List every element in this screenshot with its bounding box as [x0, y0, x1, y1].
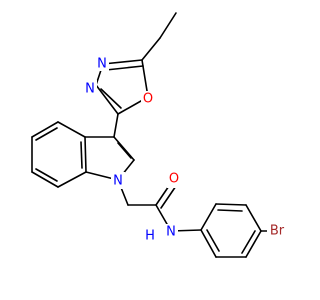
bond	[245, 230, 262, 258]
nitrogen-atom: N	[97, 57, 107, 72]
hydrogen-atom: H	[145, 229, 155, 244]
nitrogen-atom: N	[85, 82, 95, 97]
bond	[200, 229, 217, 258]
bond	[241, 230, 256, 254]
bond	[200, 203, 217, 231]
bond	[105, 65, 144, 71]
atom-layer: N N O N O N H Br	[83, 54, 289, 245]
nitrogen-atom: N	[113, 174, 123, 189]
bond	[84, 136, 87, 173]
bond	[57, 121, 86, 138]
bond	[215, 203, 247, 206]
bond	[100, 88, 122, 109]
bond	[113, 136, 135, 161]
bond	[141, 59, 149, 98]
bond	[95, 84, 119, 115]
bond	[57, 171, 87, 188]
bond	[141, 37, 161, 61]
nitrogen-atom: N	[166, 225, 176, 240]
bond	[217, 209, 243, 212]
bond	[113, 113, 119, 138]
bond	[206, 229, 220, 252]
bromine-atom: Br	[270, 224, 285, 239]
bond	[245, 204, 262, 232]
bond	[80, 141, 83, 169]
oxygen-atom: O	[169, 172, 179, 187]
bond	[31, 121, 59, 138]
bond	[35, 168, 58, 182]
bond	[31, 171, 59, 188]
bond	[35, 127, 58, 141]
bond-layer	[31, 12, 279, 258]
bond	[117, 142, 132, 159]
bond	[159, 12, 177, 39]
molecule-structure: N N O N O N H Br	[31, 12, 289, 258]
oxygen-atom: O	[143, 92, 153, 107]
bond	[102, 59, 143, 65]
